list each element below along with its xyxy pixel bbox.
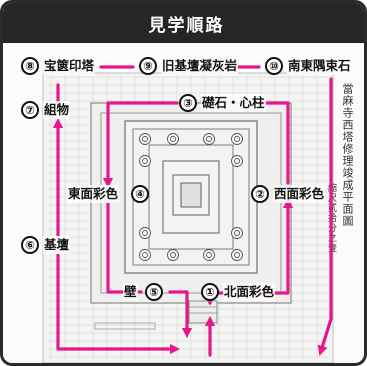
- stop-label-3: 礎石・心柱: [201, 94, 266, 112]
- stop-label-1: 北面彩色: [223, 283, 276, 301]
- floor-plan-drawing: [42, 72, 334, 363]
- column-base-inner: [142, 230, 148, 236]
- column-base-inner: [170, 252, 176, 258]
- stop-number-2: ②: [251, 185, 269, 203]
- central-pillar-base: [172, 174, 210, 216]
- central-pillar: [180, 182, 202, 208]
- column-base-inner: [234, 158, 240, 164]
- route-4-to-5: [106, 201, 143, 294]
- stop-number-7: ⑦: [21, 101, 39, 119]
- route-outer-loop: [56, 253, 181, 355]
- stop-number-4: ④: [131, 185, 149, 203]
- stop-label-9: 旧基壇凝灰岩: [161, 57, 239, 75]
- route-right-down: [317, 201, 333, 356]
- stop-number-1: ①: [201, 283, 219, 301]
- platform-edge: [100, 112, 282, 294]
- column-bases: [139, 133, 243, 261]
- stop-label-2: 西面彩色: [273, 185, 326, 203]
- column-base-inner: [234, 136, 240, 142]
- column-base-inner: [142, 158, 148, 164]
- stop-number-8: ⑧: [21, 57, 39, 75]
- route-1-to-2: [251, 197, 294, 295]
- stop-number-5: ⑤: [145, 283, 163, 301]
- stop-number-3: ③: [179, 94, 197, 112]
- stop-label-10: 南東隅束石: [287, 57, 352, 75]
- column-base-inner: [142, 252, 148, 258]
- stop-label-4: 東面彩色: [67, 185, 120, 203]
- column-base-inner: [234, 230, 240, 236]
- column-base-inner: [206, 136, 212, 142]
- route-3-to-4: [102, 101, 179, 189]
- column-base-inner: [142, 136, 148, 142]
- stop-label-8: 宝篋印塔: [43, 57, 96, 75]
- column-base-inner: [206, 252, 212, 258]
- column-base-inner: [170, 136, 176, 142]
- stop-number-10: ⑩: [265, 57, 283, 75]
- route-2-to-3: [257, 101, 290, 185]
- route-5-to-exit: [168, 290, 193, 339]
- scale-bar: [94, 322, 156, 330]
- drawing-caption: 當麻寺西塔修理竣成平面圖: [341, 83, 354, 227]
- stop-label-7: 組物: [43, 101, 71, 119]
- stop-label-5: 壁: [123, 283, 138, 301]
- stop-label-6: 基壇: [43, 236, 71, 254]
- column-base-inner: [234, 252, 240, 258]
- page-title: 見学順路: [3, 3, 364, 43]
- stop-number-9: ⑨: [139, 57, 157, 75]
- stop-number-6: ⑥: [21, 236, 39, 254]
- pagoda-wall: [148, 144, 234, 250]
- inner-sanctum: [162, 160, 220, 234]
